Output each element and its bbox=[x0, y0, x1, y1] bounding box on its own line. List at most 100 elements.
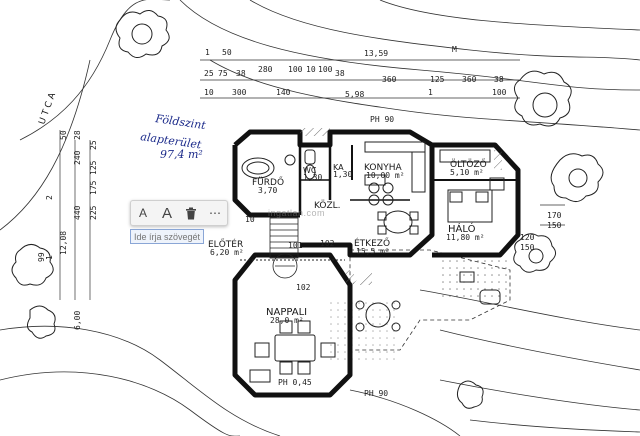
dim-right-4: 150 bbox=[520, 243, 535, 252]
dim-r3-4: 5,98 bbox=[345, 90, 364, 99]
code-ph90: PH 90 bbox=[370, 115, 394, 124]
dim-left-4: 12,08 bbox=[59, 231, 68, 255]
terrace-furniture bbox=[355, 271, 501, 332]
font-larger-icon: A bbox=[161, 204, 172, 222]
bathroom-fixtures bbox=[241, 149, 316, 180]
note-line-3: 97,4 m² bbox=[160, 148, 203, 161]
code-10: 10 bbox=[245, 215, 255, 224]
room-oltozo-name: ÖLTÖZŐ bbox=[450, 159, 487, 170]
dim-r2-1: 25 bbox=[204, 69, 214, 78]
street-label: UTCA bbox=[37, 89, 59, 126]
tree-symbols bbox=[11, 10, 604, 409]
dim-left-2: 28 bbox=[73, 130, 82, 140]
room-furdo-name: FÜRDŐ bbox=[252, 177, 284, 188]
dim-left-11: 125 bbox=[89, 160, 98, 175]
room-wc-name: WC bbox=[303, 166, 317, 175]
dim-r3-5: 1 bbox=[428, 88, 433, 97]
room-konyha-name: KONYHA bbox=[364, 163, 402, 173]
door-codes: 10 101 102 102 PH 90 PH 0,45 PH 90 bbox=[245, 115, 394, 398]
code-ph045: PH 0,45 bbox=[278, 378, 312, 387]
code-ph90b: PH 90 bbox=[364, 389, 388, 398]
font-smaller-icon: A bbox=[138, 206, 147, 220]
dim-r3-2: 300 bbox=[232, 88, 247, 97]
bedroom-fixtures bbox=[439, 149, 505, 223]
dining-fixtures bbox=[377, 210, 419, 235]
room-eloter-area: 6,20 m² bbox=[210, 248, 244, 257]
wall-hatch bbox=[300, 128, 502, 284]
dim-left-1: 240 bbox=[73, 150, 82, 165]
font-larger-button[interactable]: A bbox=[157, 203, 177, 223]
room-kamra-name: KA bbox=[333, 163, 344, 172]
dim-left-3: 440 bbox=[73, 205, 82, 220]
room-nappali-name: NAPPALI bbox=[266, 307, 307, 318]
dim-r2-7: 100 bbox=[318, 65, 333, 74]
dim-left-9: 225 bbox=[89, 205, 98, 220]
code-102a: 102 bbox=[320, 239, 335, 248]
right-dimension-text: 170 150 120 150 bbox=[520, 211, 562, 252]
dim-r3-1: 10 bbox=[204, 88, 214, 97]
dim-r2-8: 38 bbox=[335, 69, 345, 78]
dim-left-13: 50 bbox=[59, 130, 68, 140]
dim-left-7: 99 bbox=[37, 252, 46, 262]
kitchen-fixtures bbox=[364, 141, 426, 206]
code-102b: 102 bbox=[296, 283, 311, 292]
room-etkezo-name: ÉTKEZŐ bbox=[354, 237, 390, 249]
dim-left-8: 6,00 bbox=[73, 311, 82, 330]
dim-top-1: 1 bbox=[205, 48, 210, 57]
terrace-paving-2 bbox=[330, 300, 400, 360]
living-fixtures bbox=[240, 259, 345, 383]
room-eloter-name: ELŐTÉR bbox=[208, 238, 243, 250]
room-halo-area: 11,80 m² bbox=[446, 233, 485, 242]
terrace-paving bbox=[440, 255, 510, 300]
dim-r2-4: 280 bbox=[258, 65, 273, 74]
top-dimension-text: 1 50 13,59 M 25 75 38 280 100 10 100 38 … bbox=[204, 45, 507, 99]
dim-top-4: M bbox=[452, 45, 457, 54]
room-halo-name: HÁLÓ bbox=[448, 222, 476, 235]
code-101: 101 bbox=[288, 241, 303, 250]
dim-left-12: 25 bbox=[89, 140, 98, 150]
dim-right-3: 120 bbox=[520, 233, 535, 242]
text-edit-toolbar: A A ⋯ bbox=[130, 200, 228, 226]
dim-r2-11: 360 bbox=[462, 75, 477, 84]
room-kamra-area: 1,30 bbox=[333, 170, 352, 179]
handwritten-note: Földszint alapterület 97,4 m² bbox=[140, 112, 208, 161]
room-wc-area: 1,30 bbox=[303, 173, 322, 182]
delete-button[interactable] bbox=[181, 203, 201, 223]
dim-right-1: 170 bbox=[547, 211, 562, 220]
room-oltozo-area: 5,10 m² bbox=[450, 168, 484, 177]
dim-r3-6: 100 bbox=[492, 88, 507, 97]
dim-left-10: 175 bbox=[89, 180, 98, 195]
dim-r2-3: 38 bbox=[236, 69, 246, 78]
dim-left-6: 1 bbox=[45, 255, 54, 260]
dim-r3-3: 140 bbox=[276, 88, 291, 97]
room-labels: FÜRDŐ 3,70 WC 1,30 KA 1,30 KONYHA 10,00 … bbox=[208, 159, 487, 325]
dim-r2-2: 75 bbox=[218, 69, 228, 78]
trash-icon bbox=[186, 207, 196, 219]
stair bbox=[269, 217, 299, 279]
column-hatch bbox=[350, 270, 372, 285]
watermark: ingatlan.com bbox=[268, 208, 326, 218]
dim-r2-10: 125 bbox=[430, 75, 445, 84]
annotation-text-input[interactable] bbox=[130, 229, 204, 244]
more-icon: ⋯ bbox=[209, 206, 221, 220]
room-kozl-name: KÖZL. bbox=[314, 200, 341, 211]
dim-r2-5: 100 bbox=[288, 65, 303, 74]
dim-top-3: 13,59 bbox=[364, 49, 388, 58]
room-konyha-area: 10,00 m² bbox=[366, 171, 405, 180]
more-options-button[interactable]: ⋯ bbox=[205, 203, 225, 223]
dim-top-2: 50 bbox=[222, 48, 232, 57]
room-furdo-area: 3,70 bbox=[258, 186, 277, 195]
room-etkezo-area: 15,5 m² bbox=[356, 247, 390, 256]
note-line-1: Földszint bbox=[154, 112, 208, 132]
dim-right-2: 150 bbox=[547, 221, 562, 230]
left-dimension-text: 240 28 440 12,08 2 1 99 6,00 225 175 125… bbox=[37, 130, 98, 330]
dim-r2-9: 360 bbox=[382, 75, 397, 84]
dim-r2-6: 10 bbox=[306, 65, 316, 74]
dim-left-5: 2 bbox=[45, 195, 54, 200]
font-smaller-button[interactable]: A bbox=[133, 203, 153, 223]
dim-r2-12: 38 bbox=[494, 75, 504, 84]
room-nappali-area: 28,0 m² bbox=[270, 316, 304, 325]
